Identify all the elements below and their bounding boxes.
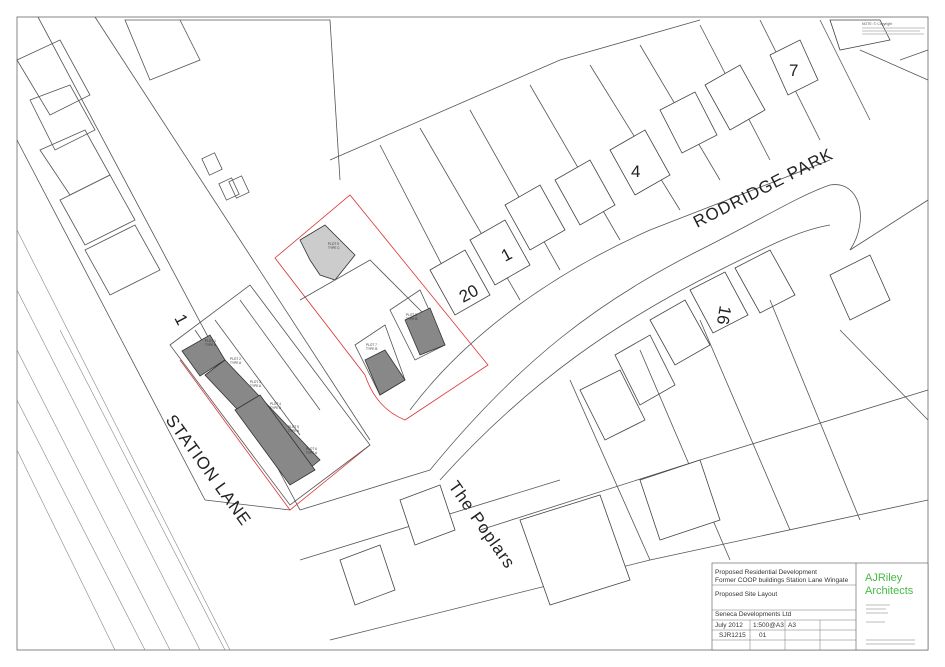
copyright-text: NOTE: © Copyright	[862, 22, 892, 26]
title-block: Proposed Residential Development Former …	[711, 562, 929, 651]
client-name: Seneca Developments Ltd	[715, 611, 792, 618]
plot-9-building	[299, 224, 356, 281]
architect-logo-line2: Architects	[865, 585, 914, 597]
drawing-scale: 1:500@A3	[753, 622, 784, 629]
drawing-number: SJR1215	[719, 632, 746, 639]
proposed-terrace-plots-1-6	[169, 284, 371, 506]
rodridge-park-label: RODRIDGE PARK	[690, 145, 836, 232]
proposed-plots-7-9	[299, 224, 446, 396]
house-number-1-west: 1	[170, 311, 191, 328]
architect-logo-line1: AJRiley	[865, 572, 903, 584]
revision-number: 01	[759, 632, 767, 639]
paper-size: A3	[788, 622, 796, 629]
house-number-7: 7	[789, 61, 798, 80]
project-title-line2: Former COOP buildings Station Lane Winga…	[715, 577, 849, 584]
the-poplars-label: The Poplars	[445, 477, 519, 572]
drawing-frame	[16, 16, 929, 651]
drawing-title: Proposed Site Layout	[715, 591, 777, 598]
station-lane-label: STATION LANE	[162, 411, 255, 529]
copyright-note: NOTE: © Copyright	[862, 22, 925, 35]
project-title-line1: Proposed Residential Development	[715, 569, 817, 576]
existing-plots-north	[329, 19, 929, 316]
house-number-16: 16	[713, 304, 735, 326]
existing-buildings-west	[16, 19, 341, 296]
site-boundary	[179, 194, 489, 511]
house-number-4: 4	[631, 162, 640, 181]
drawing-date: July 2012	[715, 622, 743, 629]
rodridge-park-road	[409, 159, 929, 481]
existing-plots-south	[299, 249, 929, 641]
